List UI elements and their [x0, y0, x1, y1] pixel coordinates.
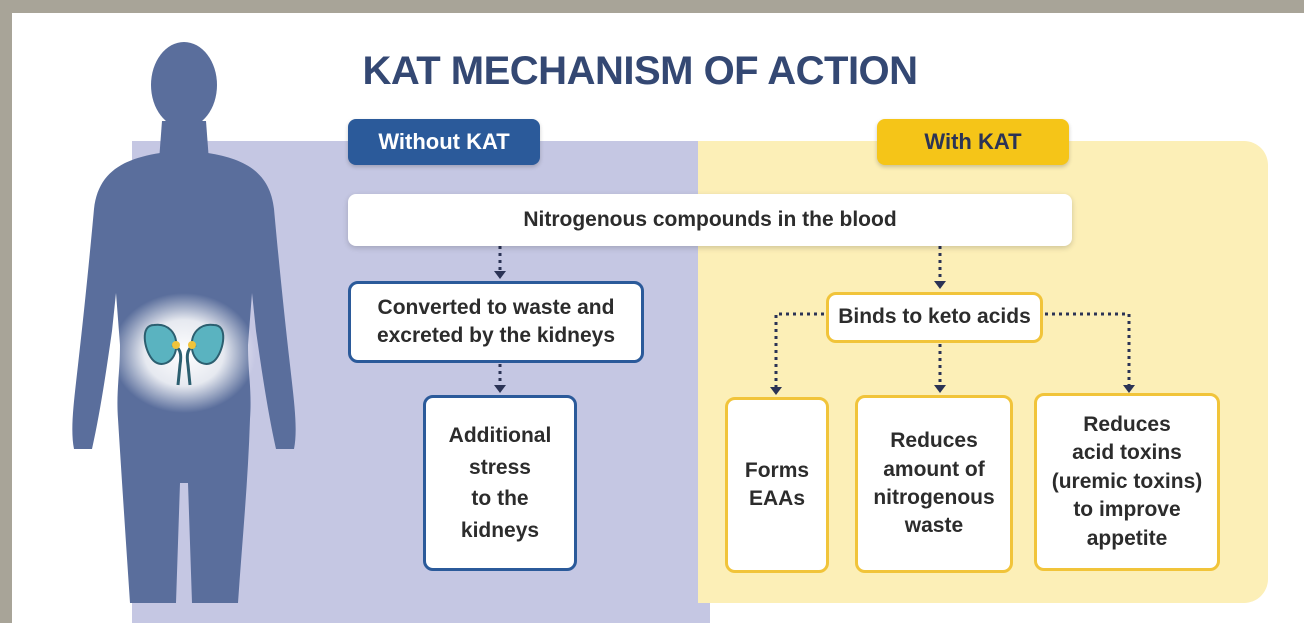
reduces-acid-line: acid toxins	[1072, 441, 1182, 465]
reduces-nitrogenous-waste-box: Reduces amount of nitrogenous waste	[855, 395, 1013, 573]
tab-without-kat: Without KAT	[348, 119, 540, 165]
reduces-acid-toxins-box: Reduces acid toxins (uremic toxins) to i…	[1034, 393, 1220, 571]
converted-line: excreted by the kidneys	[376, 324, 616, 347]
page-title: KAT MECHANISM OF ACTION	[362, 49, 918, 93]
reduces-amount-line: waste	[904, 514, 964, 538]
human-silhouette-icon	[72, 42, 296, 603]
flow-connectors	[494, 246, 1135, 395]
diagram-canvas: KAT MECHANISM OF ACTION Without KAT With…	[12, 13, 1304, 623]
reduces-acid-line: to improve	[1073, 498, 1181, 522]
forms-eaas-box: Forms EAAs	[725, 397, 829, 573]
additional-line: kidneys	[460, 518, 540, 542]
tab-with-kat: With KAT	[877, 119, 1069, 165]
additional-stress-box: Additional stress to the kidneys	[423, 395, 577, 571]
forms-line: EAAs	[748, 487, 806, 510]
additional-line: stress	[469, 455, 531, 479]
converted-to-waste-box: Converted to waste and excreted by the k…	[348, 281, 644, 363]
additional-line: to the	[471, 487, 529, 510]
reduces-amount-line: nitrogenous	[873, 486, 995, 509]
reduces-amount-line: Reduces	[890, 429, 978, 453]
binds-keto-acids-box: Binds to keto acids	[826, 292, 1043, 343]
forms-line: Forms	[744, 458, 810, 482]
reduces-acid-line: (uremic toxins)	[1051, 469, 1203, 493]
nitrogenous-compounds-box: Nitrogenous compounds in the blood	[348, 194, 1072, 246]
reduces-acid-line: appetite	[1086, 526, 1168, 550]
additional-line: Additional	[448, 424, 552, 447]
kidneys-icon	[143, 323, 225, 386]
converted-line: Converted to waste and	[377, 295, 615, 319]
reduces-acid-line: Reduces	[1083, 413, 1171, 437]
reduces-amount-line: amount of	[883, 457, 985, 481]
